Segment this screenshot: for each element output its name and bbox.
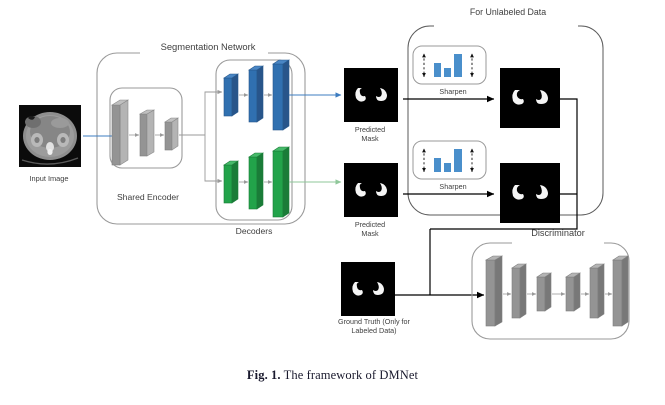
discriminator-block-4: [565, 272, 581, 312]
decoder-green-block-1: [223, 160, 239, 204]
sharpen-box-1: [412, 45, 487, 85]
discriminator-box: [471, 238, 630, 340]
decoder-blue-blocks: [223, 59, 290, 131]
input-image-panel: [19, 105, 81, 167]
discriminator-blocks: [484, 255, 629, 327]
sharpened-mask-panel-2: [500, 163, 560, 223]
discriminator-block-5: [589, 263, 605, 319]
decoder-blue-block-3: [272, 59, 290, 131]
shared-encoder-box: [109, 87, 183, 169]
discriminator-block-1: [484, 255, 504, 327]
encoder-blocks: [110, 99, 179, 166]
encoder-block-2: [138, 109, 156, 157]
discriminator-block-6: [612, 255, 629, 327]
ground-truth-panel: [341, 262, 395, 316]
decoder-blue-block-1: [223, 73, 239, 117]
predicted-mask-panel-1: [344, 68, 398, 122]
caption-text: The framework of DMNet: [283, 368, 419, 382]
encoder-to-decoder-connector: [179, 89, 223, 184]
discriminator-block-2: [511, 263, 527, 319]
decoder-to-mask-arrows: [289, 92, 342, 185]
encoder-block-1: [110, 99, 130, 166]
caption-label: Fig. 1.: [246, 368, 281, 382]
segmentation-network-box: [96, 48, 306, 225]
discriminator-block-3: [536, 272, 552, 312]
decoders-box: [215, 59, 293, 221]
figure-caption: Fig. 1. The framework of DMNet: [0, 368, 665, 383]
decoder-green-block-3: [272, 146, 290, 218]
decoder-blue-block-2: [248, 65, 264, 123]
sharpen-arrows: [403, 95, 495, 198]
sharpened-to-discriminator-routing: [429, 98, 578, 295]
predicted-mask-panel-2: [344, 163, 398, 217]
sharpen-box-2: [412, 140, 487, 180]
decoder-green-blocks: [223, 146, 290, 218]
decoder-green-block-2: [248, 152, 264, 210]
encoder-block-3: [164, 117, 179, 151]
sharpened-mask-panel-1: [500, 68, 560, 128]
